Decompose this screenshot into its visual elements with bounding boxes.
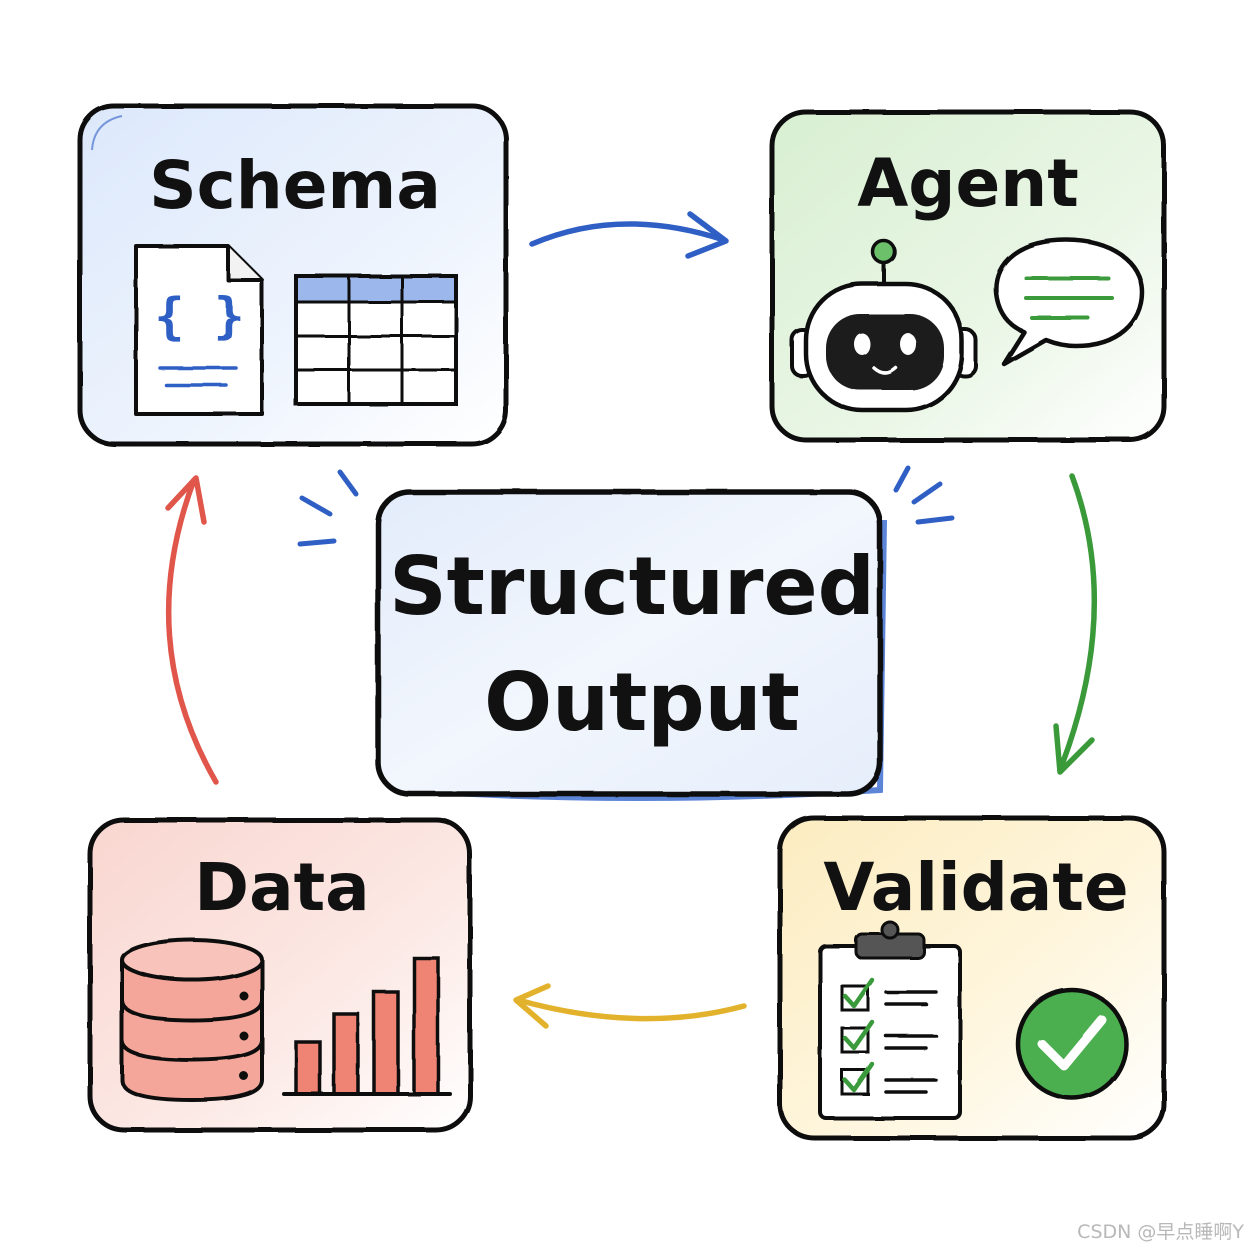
center-node: Structured Output bbox=[297, 465, 955, 801]
emphasis-marks-right bbox=[893, 465, 955, 525]
schema-node: Schema { } bbox=[77, 103, 509, 447]
schema-label: Schema bbox=[149, 147, 441, 224]
arrow-schema-to-agent bbox=[529, 211, 729, 259]
clipboard-checklist-icon bbox=[818, 920, 962, 1120]
watermark: CSDN @早点睡啊Y bbox=[1077, 1221, 1244, 1243]
agent-node: Agent bbox=[769, 109, 1167, 443]
arrow-validate-to-data bbox=[513, 983, 747, 1029]
validate-node: Validate bbox=[777, 815, 1167, 1141]
table-grid-icon bbox=[294, 274, 458, 406]
speech-bubble-icon bbox=[993, 237, 1145, 367]
data-node: Data bbox=[87, 817, 473, 1133]
schema-box-inner-corner bbox=[91, 115, 123, 151]
data-label: Data bbox=[194, 849, 369, 926]
robot-icon bbox=[790, 239, 978, 413]
validate-label: Validate bbox=[823, 849, 1128, 926]
agent-label: Agent bbox=[857, 145, 1079, 222]
bar-chart-icon bbox=[282, 956, 452, 1096]
emphasis-marks-left bbox=[297, 469, 359, 547]
check-circle-icon bbox=[1015, 987, 1129, 1101]
center-label-line2: Output bbox=[484, 656, 800, 749]
json-document-icon: { } bbox=[134, 244, 264, 416]
center-label-line1: Structured bbox=[389, 540, 875, 633]
database-icon bbox=[120, 938, 264, 1103]
json-braces-glyph: { } bbox=[154, 287, 244, 345]
center-box bbox=[375, 489, 883, 797]
arrow-agent-to-validate bbox=[1053, 473, 1098, 775]
arrow-data-to-schema bbox=[165, 475, 219, 785]
